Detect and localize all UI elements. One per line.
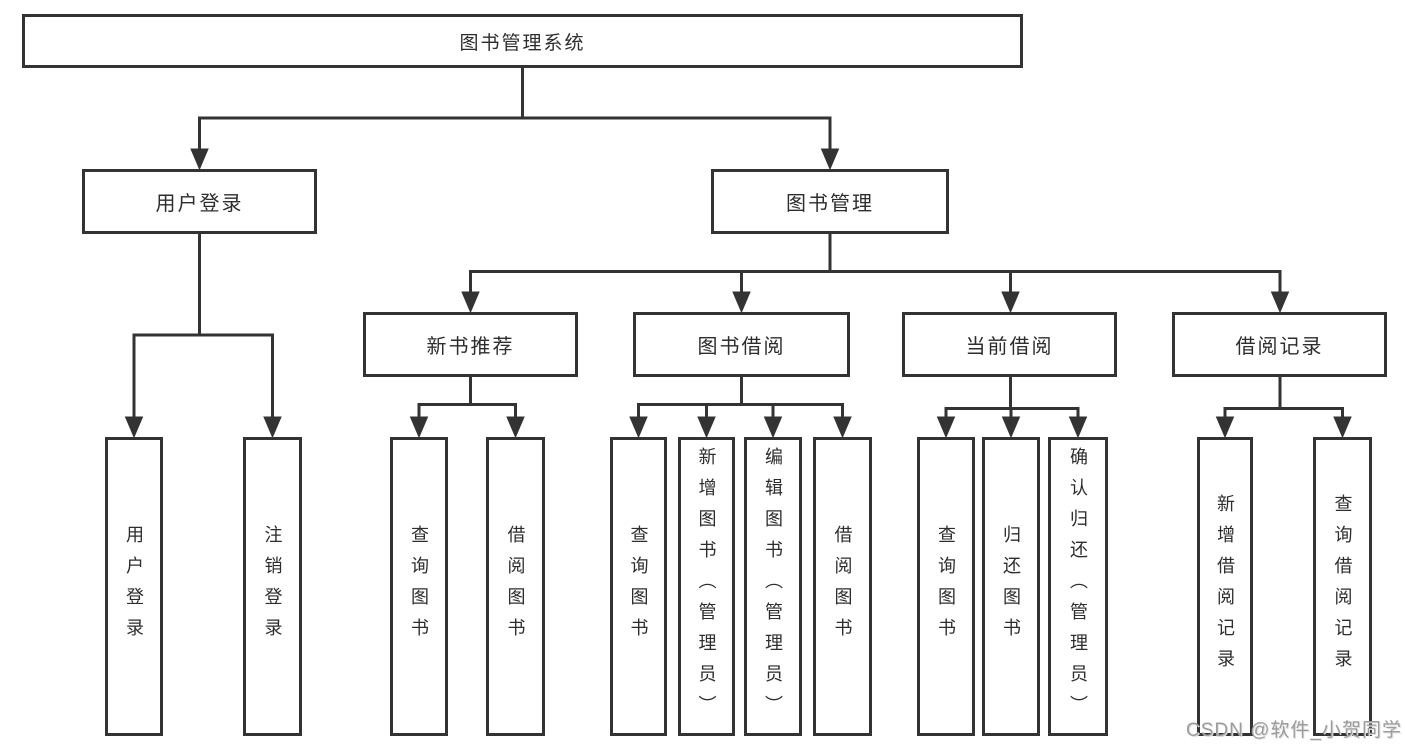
node-borrowing-records: 借阅记录 [1172, 312, 1387, 377]
arrowhead-down-icon [629, 416, 648, 439]
node-leaf-nbr-borrow-books-label: 借阅图书 [505, 524, 526, 649]
node-leaf-cb-return-books-label: 归还图书 [1001, 524, 1021, 649]
node-leaf-logout: 注销登录 [243, 437, 302, 736]
node-user-login: 用户登录 [82, 169, 317, 234]
node-book-management: 图书管理 [711, 169, 949, 234]
arrowhead-down-icon [1215, 416, 1235, 439]
arrowhead-down-icon [409, 416, 429, 439]
node-book-borrowing: 图书借阅 [633, 312, 850, 377]
node-leaf-bb-add-books-label: 新增图书（管理员） [696, 447, 717, 726]
connector-root-bracket [198, 116, 832, 150]
node-root-label: 图书管理系统 [459, 32, 586, 54]
node-leaf-user-login: 用户登录 [105, 437, 163, 736]
node-current-borrowing-label: 当前借阅 [965, 336, 1054, 358]
node-borrowing-records-label: 借阅记录 [1235, 336, 1324, 358]
node-leaf-nbr-borrow-books: 借阅图书 [486, 437, 545, 736]
node-root: 图书管理系统 [22, 14, 1023, 68]
arrowhead-down-icon [124, 416, 144, 439]
node-leaf-br-query-record: 查询借阅记录 [1313, 437, 1372, 736]
node-leaf-br-add-record: 新增借阅记录 [1197, 437, 1253, 736]
arrowhead-down-icon [1270, 291, 1290, 314]
arrowhead-down-icon [461, 291, 480, 314]
node-leaf-nbr-query-books: 查询图书 [390, 437, 448, 736]
node-leaf-bb-borrow-books: 借阅图书 [813, 437, 872, 736]
node-leaf-logout-label: 注销登录 [262, 524, 283, 649]
node-new-book-recommend-label: 新书推荐 [426, 336, 515, 358]
arrowhead-down-icon [1001, 291, 1020, 314]
watermark: CSDN @软件_小贺同学 [1186, 720, 1402, 741]
arrowhead-down-icon [506, 416, 525, 439]
node-leaf-bb-query-books-label: 查询图书 [628, 524, 649, 649]
node-leaf-bb-edit-books: 编辑图书（管理员） [744, 437, 802, 736]
arrowhead-down-icon [1333, 416, 1352, 439]
connector-nbr-bracket [417, 403, 517, 418]
node-leaf-bb-edit-books-label: 编辑图书（管理员） [763, 447, 783, 726]
connector-br-bracket [1223, 407, 1344, 418]
arrowhead-down-icon [1068, 416, 1088, 439]
connector-userlogin-bracket [132, 333, 274, 418]
node-leaf-bb-borrow-books-label: 借阅图书 [832, 524, 853, 649]
node-leaf-cb-confirm-return-label: 确认归还（管理员） [1068, 447, 1088, 726]
arrowhead-down-icon [263, 416, 282, 439]
arrowhead-down-icon [697, 416, 716, 439]
node-leaf-user-login-label: 用户登录 [124, 524, 144, 649]
arrowhead-down-icon [763, 416, 783, 439]
node-leaf-br-query-record-label: 查询借阅记录 [1332, 493, 1353, 680]
node-leaf-bb-query-books: 查询图书 [610, 437, 667, 736]
node-book-management-label: 图书管理 [786, 193, 874, 215]
node-new-book-recommend: 新书推荐 [363, 312, 578, 377]
node-leaf-bb-add-books: 新增图书（管理员） [678, 437, 735, 736]
node-current-borrowing: 当前借阅 [902, 312, 1117, 377]
arrowhead-down-icon [732, 291, 751, 314]
node-leaf-cb-confirm-return: 确认归还（管理员） [1048, 437, 1108, 736]
node-leaf-cb-return-books: 归还图书 [982, 437, 1040, 736]
node-leaf-cb-query-books: 查询图书 [917, 437, 975, 736]
connector-bookmgmt-bracket [469, 270, 1282, 293]
node-leaf-nbr-query-books-label: 查询图书 [409, 524, 429, 649]
arrowhead-down-icon [820, 148, 840, 171]
arrowhead-down-icon [936, 416, 956, 439]
arrowhead-down-icon [1001, 416, 1021, 439]
arrowhead-down-icon [190, 148, 209, 171]
connector-bb-bracket [637, 403, 844, 418]
node-leaf-cb-query-books-label: 查询图书 [936, 524, 956, 649]
node-user-login-label: 用户登录 [155, 193, 244, 215]
node-book-borrowing-label: 图书借阅 [697, 336, 786, 358]
node-leaf-br-add-record-label: 新增借阅记录 [1215, 493, 1235, 680]
arrowhead-down-icon [833, 416, 852, 439]
